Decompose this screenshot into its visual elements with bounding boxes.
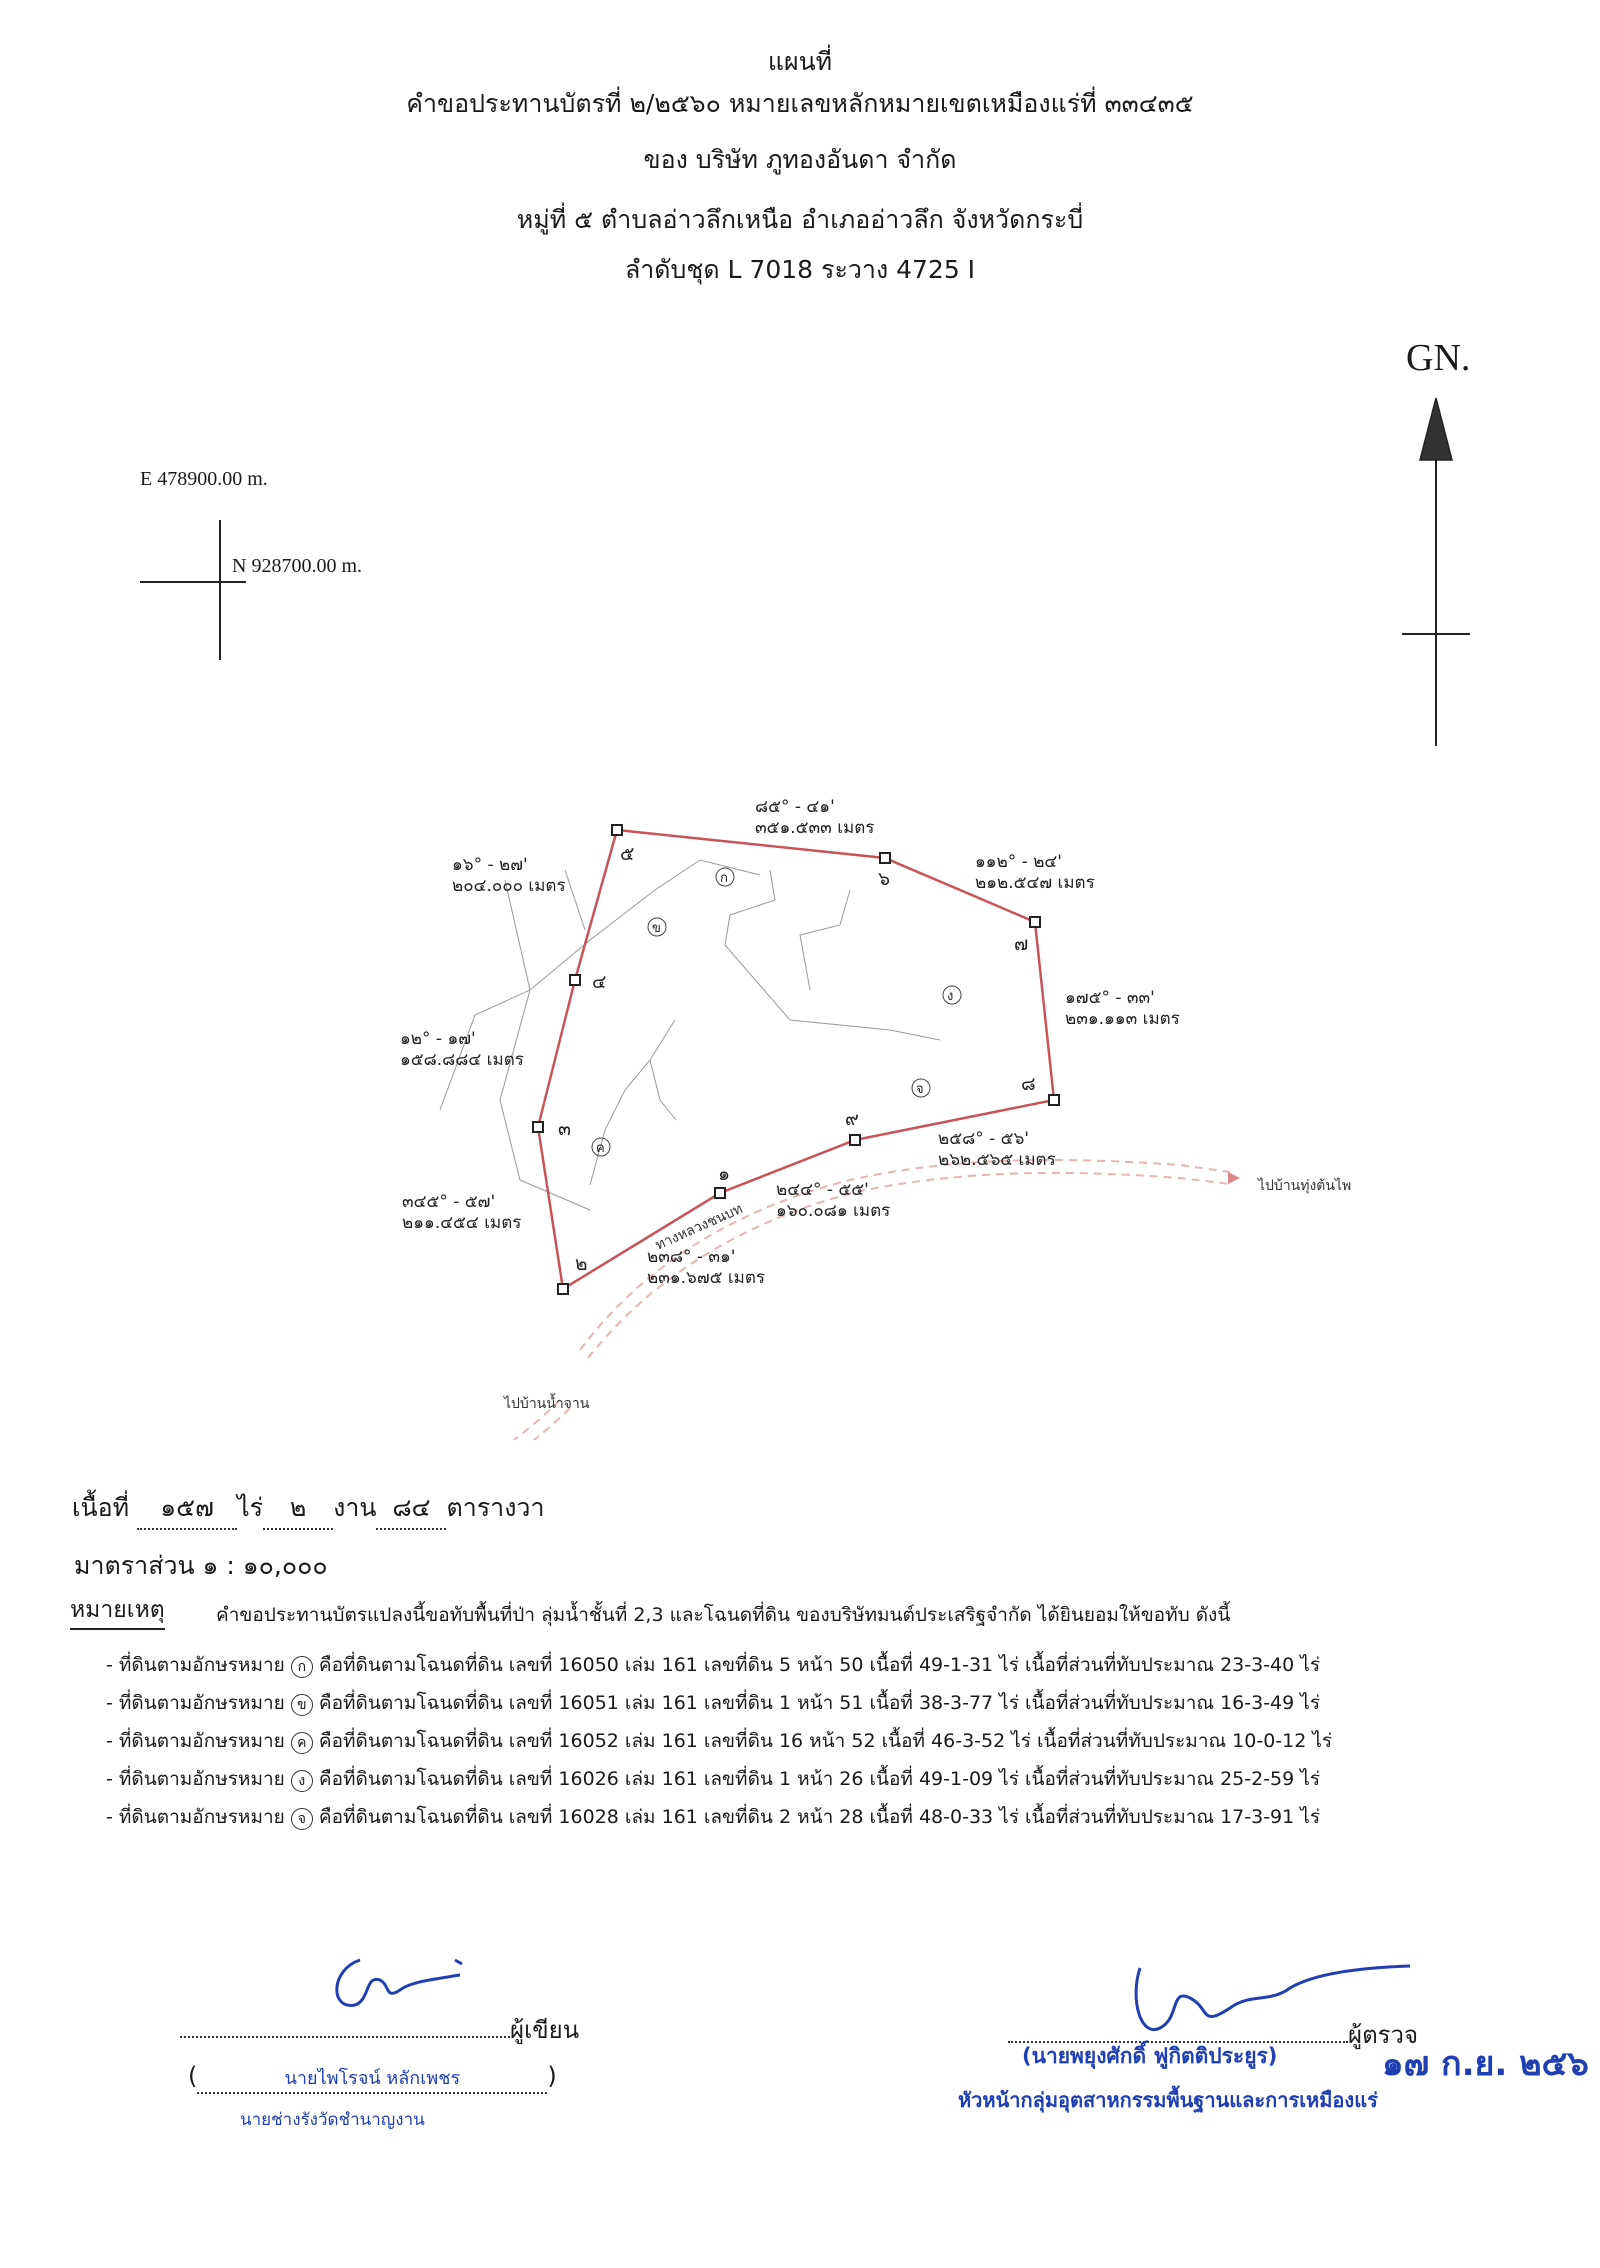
vertex-7: ๗	[1014, 933, 1028, 955]
writer-name: นายไพโรจน์ หลักเพชร	[197, 2063, 548, 2094]
rural-road	[512, 1159, 1240, 1440]
checker-signature-icon	[1134, 1964, 1411, 2032]
date-stamp: ๑๗ ก.ย. ๒๕๖	[1382, 2044, 1589, 2084]
parcel-mark: ง	[290, 1770, 313, 1792]
parcel-lead: - ที่ดินตามอักษรหมาย	[106, 1768, 285, 1790]
area-rai-value: ๑๕๗	[137, 1488, 238, 1530]
side-4-5-distance: ๒๐๔.๐๐๐ เมตร	[452, 876, 566, 896]
side-4-5-bearing: ๑๖° - ๒๗'	[452, 855, 528, 875]
side-8-9-bearing: ๒๕๘° - ๕๖'	[938, 1129, 1029, 1149]
remarks-intro: คำขอประทานบัตรแปลงนี้ขอทับพื้นที่ป่า ลุ่…	[216, 1604, 1231, 1626]
writer-name-line: (นายไพโรจน์ หลักเพชร)	[188, 2062, 557, 2094]
vertex-6: ๖	[878, 868, 890, 890]
plot-label-cho: จ	[916, 1082, 924, 1097]
side-8-9-distance: ๒๖๒.๕๖๕ เมตร	[938, 1150, 1056, 1170]
parcel-row: - ที่ดินตามอักษรหมาย ง คือที่ดินตามโฉนดท…	[106, 1764, 1320, 1794]
side-3-4-distance: ๑๕๘.๘๘๔ เมตร	[400, 1050, 524, 1070]
plot-label-ngo: ง	[947, 989, 953, 1004]
reference-crosshair	[140, 520, 246, 660]
plot-label-kho-khwai: ค	[596, 1141, 605, 1156]
parcel-detail: คือที่ดินตามโฉนดที่ดิน เลขที่ 16052 เล่ม…	[318, 1730, 1333, 1752]
parcel-row: - ที่ดินตามอักษรหมาย ก คือที่ดินตามโฉนดท…	[106, 1650, 1320, 1680]
area-ngan-value: ๒	[263, 1488, 334, 1530]
remarks-title: หมายเหตุ	[70, 1592, 165, 1630]
vertex-8: ๘	[1021, 1073, 1036, 1095]
side-2-3-distance: ๒๑๑.๔๕๔ เมตร	[402, 1213, 521, 1233]
area-prefix: เนื้อที่	[72, 1493, 130, 1522]
side-9-1-bearing: ๒๔๔° - ๕๕'	[776, 1180, 869, 1200]
grid-north-label: GN.	[1406, 337, 1471, 379]
checker-line: ผู้ตรวจ	[1008, 2015, 1418, 2054]
parcel-lead: - ที่ดินตามอักษรหมาย	[106, 1654, 285, 1676]
plot-label-kho: ข	[652, 921, 661, 936]
location-line: หมู่ที่ ๕ ตำบลอ่าวลึกเหนือ อำเภออ่าวลึก …	[516, 205, 1084, 234]
northing-label: N 928700.00 m.	[232, 555, 362, 577]
vertex-9: ๙	[845, 1108, 859, 1130]
company-line: ของ บริษัท ภูทองอันดา จำกัด	[643, 145, 957, 174]
checker-title: หัวหน้ากลุ่มอุตสาหกรรมพื้นฐานและการเหมือ…	[958, 2088, 1378, 2112]
easting-label: E 478900.00 m.	[140, 468, 268, 490]
area-ngan-unit: งาน	[333, 1493, 377, 1522]
area-wa-unit: ตารางวา	[446, 1493, 545, 1522]
side-6-7-distance: ๒๑๒.๕๔๗ เมตร	[975, 873, 1095, 893]
parcel-detail: คือที่ดินตามโฉนดที่ดิน เลขที่ 16051 เล่ม…	[318, 1692, 1321, 1714]
writer-title: นายช่างรังวัดชำนาญงาน	[240, 2110, 425, 2130]
vertex-4: ๔	[592, 971, 606, 993]
side-5-6-bearing: ๘๕° - ๔๑'	[755, 797, 835, 817]
parcel-row: - ที่ดินตามอักษรหมาย จ คือที่ดินตามโฉนดท…	[106, 1802, 1320, 1832]
parcel-detail: คือที่ดินตามโฉนดที่ดิน เลขที่ 16028 เล่ม…	[318, 1806, 1321, 1828]
parcel-mark: ก	[290, 1656, 313, 1678]
checker-name: (นายพยุงศักดิ์ ฟูกิตติประยูร)	[1022, 2044, 1278, 2068]
parcel-mark: จ	[290, 1808, 313, 1830]
destination-southwest: ไปบ้านน้ำจาน	[503, 1393, 590, 1412]
road-label: ทางหลวงชนบท	[653, 1201, 745, 1254]
plot-label-ka: ก	[720, 871, 728, 886]
writer-role: ผู้เขียน	[510, 2016, 580, 2044]
boundary-map: ก ข ค ง จ ๑ ๒ ๓ ๔ ๕ ๖ ๗ ๘ ๙ ๘๕° - ๔๑' ๓๕…	[400, 797, 1351, 1440]
vertex-1: ๑	[718, 1163, 730, 1185]
vertex-3: ๓	[558, 1118, 571, 1140]
parcel-lead: - ที่ดินตามอักษรหมาย	[106, 1692, 285, 1714]
application-line: คำขอประทานบัตรที่ ๒/๒๕๖๐ หมายเลขหลักหมาย…	[406, 89, 1194, 118]
sheet-line: ลำดับชุด L 7018 ระวาง 4725 I	[624, 255, 976, 284]
area-wa-value: ๘๔	[376, 1488, 447, 1530]
side-1-2-distance: ๒๓๑.๖๗๕ เมตร	[647, 1268, 765, 1288]
parcel-detail: คือที่ดินตามโฉนดที่ดิน เลขที่ 16050 เล่ม…	[318, 1654, 1321, 1676]
writer-signature-icon	[335, 1958, 463, 2007]
side-7-8-bearing: ๑๗๕° - ๓๓'	[1065, 988, 1155, 1008]
parcel-lead: - ที่ดินตามอักษรหมาย	[106, 1806, 285, 1828]
side-7-8-distance: ๒๓๑.๑๑๓ เมตร	[1065, 1009, 1180, 1029]
map-scale: มาตราส่วน ๑ : ๑๐,๐๐๐	[74, 1551, 328, 1580]
parcel-mark: ค	[290, 1732, 313, 1754]
destination-east: ไปบ้านทุ่งต้นไพ	[1257, 1177, 1351, 1194]
side-5-6-distance: ๓๕๑.๕๓๓ เมตร	[755, 818, 874, 838]
side-3-4-bearing: ๑๒° - ๑๗'	[400, 1029, 476, 1049]
checker-role: ผู้ตรวจ	[1348, 2021, 1419, 2049]
map-title: แผนที่	[767, 47, 833, 76]
vertex-5: ๕	[620, 843, 634, 865]
side-6-7-bearing: ๑๑๒° - ๒๔'	[975, 852, 1062, 872]
side-9-1-distance: ๑๖๐.๐๘๑ เมตร	[776, 1201, 890, 1221]
north-arrow-icon	[1402, 397, 1470, 746]
parcel-lead: - ที่ดินตามอักษรหมาย	[106, 1730, 285, 1752]
parcel-detail: คือที่ดินตามโฉนดที่ดิน เลขที่ 16026 เล่ม…	[318, 1768, 1321, 1790]
writer-line: ผู้เขียน	[180, 2010, 579, 2049]
parcel-row: - ที่ดินตามอักษรหมาย ค คือที่ดินตามโฉนดท…	[106, 1726, 1332, 1756]
side-1-2-bearing: ๒๓๘° - ๓๑'	[647, 1247, 735, 1267]
area-line: เนื้อที่ ๑๕๗ไร่๒งาน๘๔ตารางวา	[72, 1488, 544, 1530]
area-rai-unit: ไร่	[237, 1493, 264, 1522]
parcel-mark: ข	[290, 1694, 313, 1716]
parcel-row: - ที่ดินตามอักษรหมาย ข คือที่ดินตามโฉนดท…	[106, 1688, 1320, 1718]
vertex-2: ๒	[575, 1253, 588, 1275]
side-2-3-bearing: ๓๔๕° - ๕๗'	[402, 1192, 495, 1212]
